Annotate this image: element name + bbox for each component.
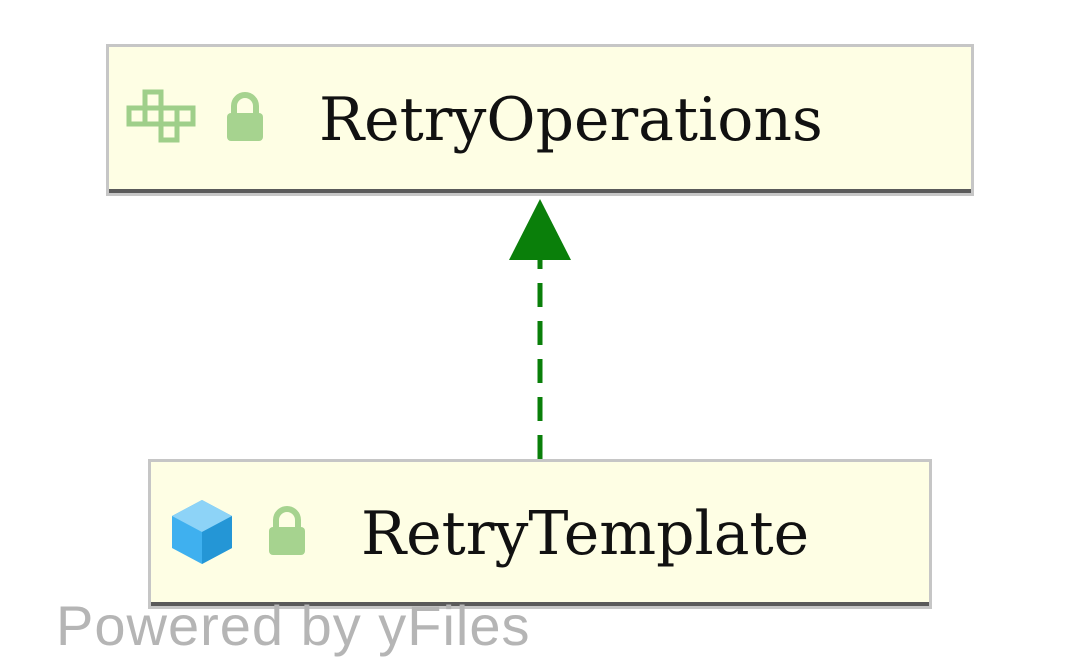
implements-edge-arrowhead: [509, 199, 571, 260]
node-retry-template[interactable]: RetryTemplate: [148, 459, 932, 609]
lock-icon: [223, 91, 267, 149]
powered-by-watermark: Powered by yFiles: [56, 594, 531, 657]
node-label-retry-template: RetryTemplate: [361, 499, 810, 569]
node-label-retry-operations: RetryOperations: [319, 85, 823, 155]
node-retry-operations[interactable]: RetryOperations: [106, 44, 974, 196]
lock-icon: [265, 505, 309, 563]
interface-icon: [123, 88, 205, 152]
class-icon: [169, 498, 235, 570]
